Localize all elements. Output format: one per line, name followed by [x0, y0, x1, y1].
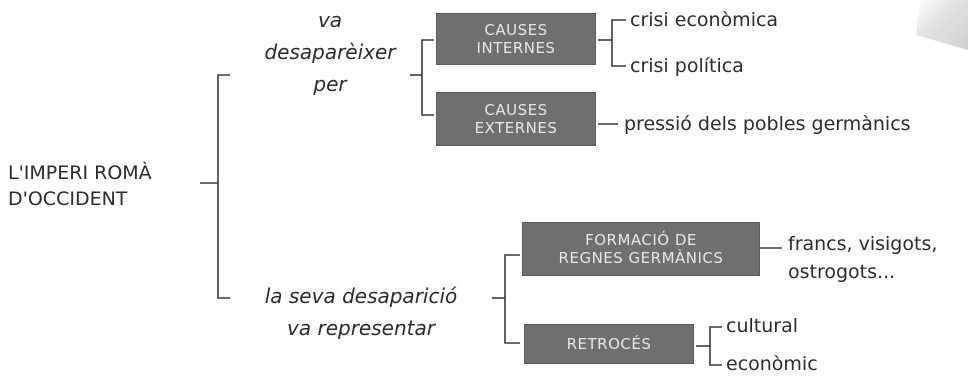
internal-causes-line-1: CAUSES: [484, 21, 548, 39]
root-line-2: D'OCCIDENT: [8, 188, 128, 210]
internal-cause-economic: crisi econòmica: [630, 9, 779, 31]
upper-verb-line-1: va: [317, 8, 343, 32]
external-cause-germanic-pressure: pressió dels pobles germànics: [624, 113, 911, 135]
root-line-1: L'IMPERI ROMÀ: [8, 162, 152, 184]
external-causes-box: CAUSES EXTERNES: [436, 92, 596, 146]
root-concept: L'IMPERI ROMÀ D'OCCIDENT: [8, 160, 152, 212]
decline-economic: econòmic: [726, 353, 818, 375]
upper-verb-phrase: va desaparèixer per: [240, 6, 420, 96]
germanic-peoples-list-1: francs, visigots,: [788, 233, 938, 255]
lower-verb-line-1: la seva desaparició: [264, 284, 458, 308]
external-causes-line-2: EXTERNES: [474, 119, 558, 137]
lower-verb-line-2: va representar: [287, 316, 435, 340]
germanic-kingdoms-line-2: REGNES GERMÀNICS: [558, 249, 724, 267]
internal-cause-political: crisi política: [630, 55, 744, 77]
germanic-kingdoms-line-1: FORMACIÓ DE: [585, 231, 697, 249]
germanic-peoples-list-2: ostrogots...: [788, 261, 896, 283]
decline-box: RETROCÉS: [524, 324, 694, 364]
internal-causes-box: CAUSES INTERNES: [436, 13, 596, 65]
upper-verb-line-3: per: [313, 72, 347, 96]
decline-cultural: cultural: [726, 315, 798, 337]
lower-verb-phrase: la seva desaparició va representar: [226, 282, 496, 340]
external-causes-line-1: CAUSES: [484, 101, 548, 119]
internal-causes-line-2: INTERNES: [476, 39, 556, 57]
upper-verb-line-2: desaparèixer: [264, 40, 396, 64]
decline-label: RETROCÉS: [566, 335, 652, 353]
germanic-kingdoms-box: FORMACIÓ DE REGNES GERMÀNICS: [522, 222, 760, 276]
